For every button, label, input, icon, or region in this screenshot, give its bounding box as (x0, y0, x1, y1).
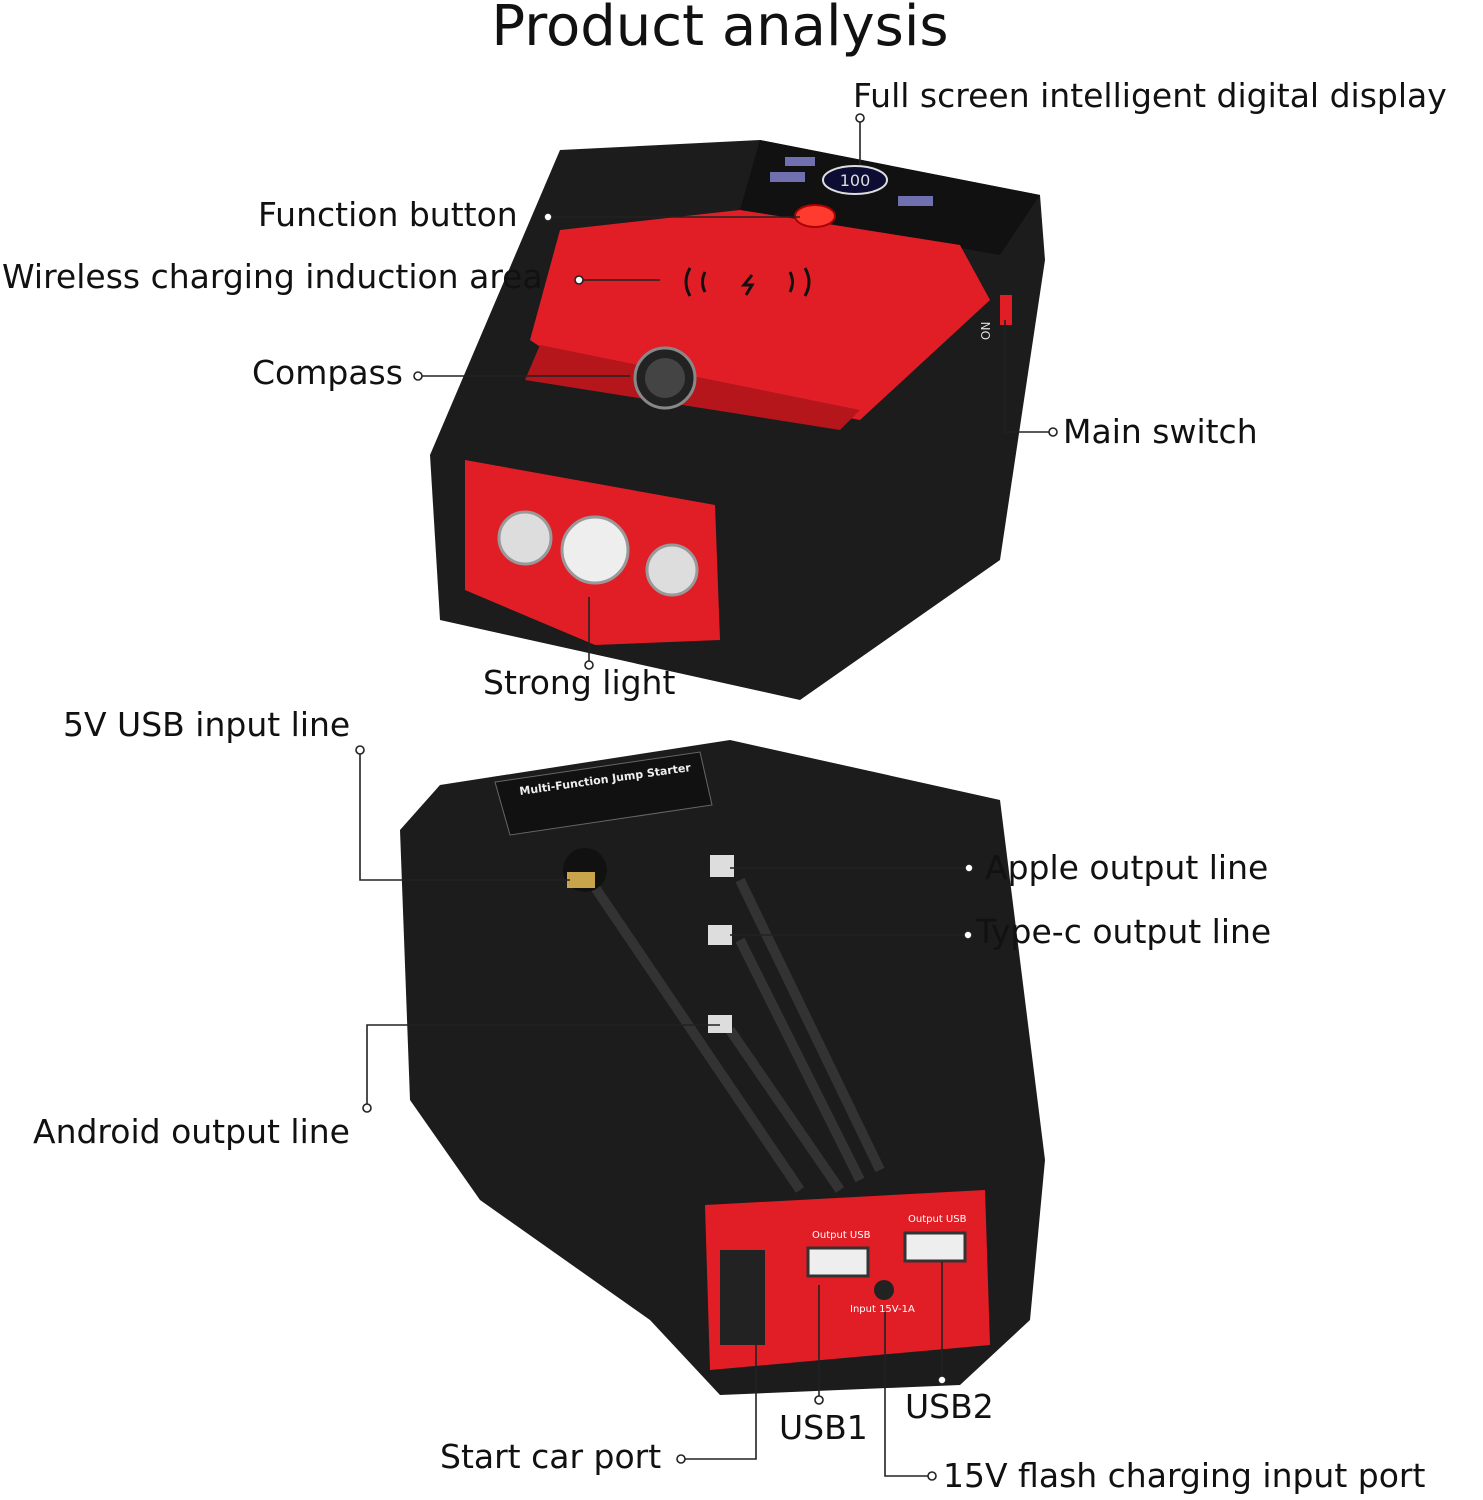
main-switch (1000, 295, 1012, 325)
label-apple: Apple output line (985, 848, 1269, 887)
bottom-device: Multi-Function Jump Starter Output USB O… (400, 740, 1045, 1395)
usb2-port (903, 1231, 967, 1263)
label-usb1: USB1 (779, 1408, 868, 1447)
display-value: 100 (840, 171, 871, 190)
digital-display: 100 (770, 157, 933, 206)
top-device: 100 ON (430, 140, 1045, 700)
label-main-switch: Main switch (1063, 412, 1258, 451)
page-title: Product analysis (491, 0, 949, 59)
label-display: Full screen intelligent digital display (853, 76, 1447, 115)
label-strong-light: Strong light (483, 663, 676, 702)
svg-text:Output USB: Output USB (812, 1230, 871, 1241)
label-typec: Type-c output line (976, 912, 1272, 951)
nameplate (494, 751, 713, 836)
led-3 (645, 543, 699, 597)
svg-text:Output USB: Output USB (908, 1214, 967, 1225)
label-compass: Compass (252, 353, 403, 392)
leader-lines (359, 118, 1050, 1477)
label-android: Android output line (33, 1112, 350, 1151)
wireless-icon (684, 267, 811, 297)
apple-connector (710, 855, 734, 877)
label-start-car: Start car port (440, 1437, 662, 1476)
function-button (794, 204, 836, 228)
led-1 (497, 510, 553, 566)
label-usb2: USB2 (905, 1387, 994, 1426)
svg-text:ON: ON (979, 322, 993, 340)
dc-input-port (874, 1280, 894, 1300)
label-usb-input: 5V USB input line (63, 705, 351, 744)
android-connector (708, 1015, 732, 1033)
led-2 (560, 515, 630, 585)
label-function-button: Function button (258, 195, 518, 234)
svg-text:Input 15V-1A: Input 15V-1A (850, 1304, 915, 1315)
leader-dots (355, 113, 1058, 1481)
typec-connector (708, 925, 732, 945)
label-wireless: Wireless charging induction area (2, 257, 543, 296)
start-car-port (720, 1250, 765, 1345)
usb1-port (806, 1246, 870, 1278)
label-flash-input: 15V flash charging input port (943, 1456, 1426, 1495)
